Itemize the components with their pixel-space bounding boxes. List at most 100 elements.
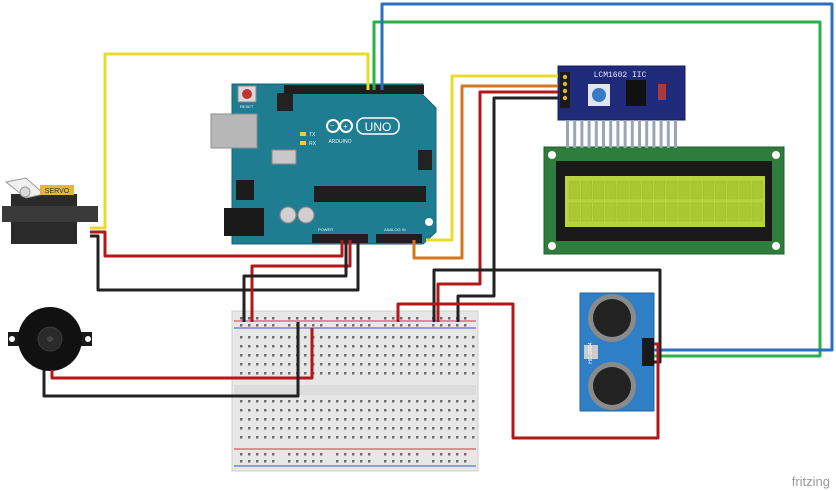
- bb-hole: [256, 460, 259, 463]
- bb-hole: [272, 453, 275, 456]
- bb-hole: [344, 336, 347, 339]
- bb-hole: [408, 453, 411, 456]
- bb-hole: [272, 345, 275, 348]
- bb-hole: [256, 400, 259, 403]
- bb-hole: [384, 354, 387, 357]
- bb-hole: [240, 324, 243, 327]
- bb-hole: [432, 427, 435, 430]
- bb-hole: [392, 436, 395, 439]
- i2c-pin: [562, 95, 568, 101]
- bb-hole: [408, 345, 411, 348]
- bb-hole: [464, 354, 467, 357]
- bb-hole: [256, 324, 259, 327]
- bb-hole: [336, 317, 339, 320]
- bb-hole: [336, 453, 339, 456]
- bb-hole: [264, 345, 267, 348]
- bb-hole: [280, 363, 283, 366]
- bb-hole: [360, 436, 363, 439]
- bb-hole: [248, 345, 251, 348]
- bb-hole: [368, 336, 371, 339]
- bb-hole: [248, 453, 251, 456]
- bb-hole: [408, 324, 411, 327]
- bb-hole: [256, 453, 259, 456]
- sensor-crystal: [584, 345, 598, 359]
- bb-hole: [464, 324, 467, 327]
- analog-header: [376, 234, 422, 243]
- bb-hole: [288, 409, 291, 412]
- bb-hole: [272, 363, 275, 366]
- bb-hole: [432, 345, 435, 348]
- bb-hole: [472, 436, 475, 439]
- usb-port: [210, 113, 258, 149]
- bb-hole: [432, 372, 435, 375]
- lcd-hole-bl: [548, 242, 556, 250]
- bb-hole: [464, 345, 467, 348]
- bb-hole: [344, 372, 347, 375]
- lcd-cell: [727, 180, 739, 200]
- lcd-header-pin: [573, 120, 577, 148]
- bb-hole: [416, 453, 419, 456]
- icsp-header-right: [418, 150, 432, 170]
- bb-hole: [392, 460, 395, 463]
- bb-hole: [288, 372, 291, 375]
- bb-hole: [408, 460, 411, 463]
- bb-hole: [320, 324, 323, 327]
- bb-hole: [400, 400, 403, 403]
- bb-hole: [424, 436, 427, 439]
- bb-hole: [248, 336, 251, 339]
- bb-hole: [472, 345, 475, 348]
- bb-hole: [464, 409, 467, 412]
- i2c-lcd-pin-row: [562, 74, 568, 101]
- bb-hole: [392, 418, 395, 421]
- bb-hole: [256, 354, 259, 357]
- bb-hole: [304, 427, 307, 430]
- bb-hole: [336, 400, 339, 403]
- bb-hole: [280, 345, 283, 348]
- ultrasonic-sensor: HC-SR04: [579, 292, 655, 412]
- lcd-cell: [690, 202, 702, 222]
- bb-hole: [320, 336, 323, 339]
- digital-header: [284, 85, 424, 94]
- bb-hole: [264, 427, 267, 430]
- bb-hole: [384, 427, 387, 430]
- lcd-cell: [568, 202, 580, 222]
- reset-label: RESET: [240, 104, 254, 109]
- bb-hole: [312, 418, 315, 421]
- bb-hole: [360, 427, 363, 430]
- lcd-header-pins: [566, 120, 677, 148]
- rx-label: RX: [309, 141, 317, 147]
- backlight-jumper: [658, 84, 666, 100]
- wire-servo-vcc: [90, 230, 344, 258]
- wire-lcd-sda: [412, 84, 558, 260]
- bb-hole: [344, 324, 347, 327]
- bb-hole: [336, 363, 339, 366]
- bb-hole: [432, 453, 435, 456]
- buzzer-mount-hole-left: [9, 336, 15, 342]
- bb-hole: [384, 418, 387, 421]
- bb-hole: [368, 427, 371, 430]
- bb-hole: [400, 324, 403, 327]
- arduino-logo-right-ring: [339, 119, 353, 133]
- bb-hole: [344, 453, 347, 456]
- bb-hole: [448, 372, 451, 375]
- bb-hole: [416, 336, 419, 339]
- bb-hole: [320, 460, 323, 463]
- bb-hole: [360, 317, 363, 320]
- sensor-pin-header: [642, 338, 654, 366]
- bb-hole: [400, 460, 403, 463]
- bb-hole: [320, 453, 323, 456]
- bb-hole: [336, 460, 339, 463]
- bb-hole: [416, 345, 419, 348]
- arduino-uno: RESET TX RX − + UNO ARDUINO POWER ANALOG…: [210, 83, 437, 245]
- wire-sensor-vcc: [396, 302, 660, 440]
- bb-hole: [376, 336, 379, 339]
- bb-hole: [400, 436, 403, 439]
- bb-hole: [304, 336, 307, 339]
- bb-hole: [408, 336, 411, 339]
- bb-hole: [400, 336, 403, 339]
- lcd-cell: [702, 202, 714, 222]
- bb-hole: [272, 427, 275, 430]
- bb-hole: [432, 336, 435, 339]
- bb-hole: [416, 427, 419, 430]
- lcd-header-pin: [580, 120, 584, 148]
